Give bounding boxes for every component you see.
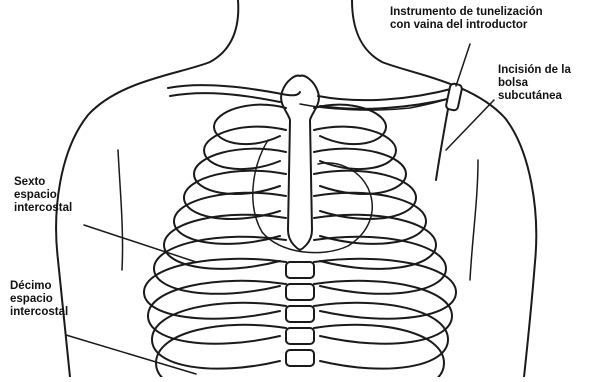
lumbar-spine [286,262,314,366]
tenth-label-line-3: intercostal [10,306,68,319]
vertebra-1 [286,262,314,278]
pocket-label-line-2: bolsa [498,77,571,90]
vertebra-3 [286,306,314,322]
sixth-label-line-1: Sexto [14,176,72,189]
pocket-incision-label: Incisión de la bolsa subcutánea [498,64,571,103]
sixth-label-line-2: espacio [14,189,72,202]
sixth-intercostal-label: Sexto espacio intercostal [14,176,72,215]
rib-R-10 [314,303,448,369]
clavicles [168,85,455,109]
rib-L-9 [148,281,286,344]
sternum [281,76,319,250]
rib-L-1 [214,105,286,145]
rib-R-7 [314,237,446,294]
tenth-label-line-1: Décimo [10,280,68,293]
tunneler-label: Instrumento de tunelización con vaina de… [390,6,543,32]
tunneling-instrument [436,83,463,180]
tenth-label-line-2: espacio [10,293,68,306]
vertebra-5 [286,350,314,366]
sixth-label-line-3: intercostal [14,202,72,215]
tenth-intercostal-label: Décimo espacio intercostal [10,280,68,319]
vertebra-2 [286,284,314,300]
pocket-label-line-1: Incisión de la [498,64,571,77]
pocket-label-line-3: subcutánea [498,90,571,103]
rib-L-10 [152,303,286,369]
rib-R-9 [314,281,452,344]
vertebra-4 [286,328,314,344]
tunneler-label-line-2: con vaina del introductor [390,19,543,32]
tunneler-label-line-1: Instrumento de tunelización [390,6,543,19]
rib-L-7 [154,237,286,294]
